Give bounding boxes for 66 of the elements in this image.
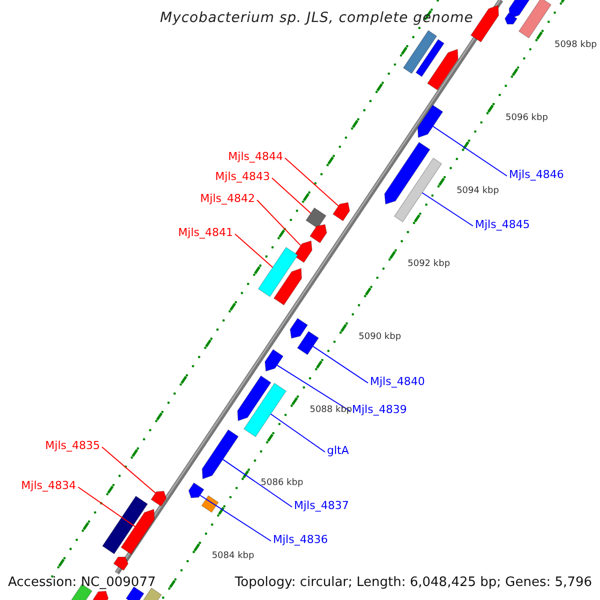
gene-feature xyxy=(402,30,438,74)
leader-line xyxy=(422,192,474,226)
gene-feature xyxy=(332,202,350,222)
gene-label: Mjls_4846 xyxy=(509,169,564,180)
leader-line xyxy=(270,414,326,452)
scale-label: 5094 kbp xyxy=(456,186,499,196)
gene-label: Mjls_4839 xyxy=(352,404,407,415)
gene-feature xyxy=(518,0,552,38)
scale-label: 5088 kbp xyxy=(310,406,352,416)
gene-feature xyxy=(188,482,204,498)
gene-label: Mjls_4843 xyxy=(215,171,270,182)
leader-line xyxy=(276,364,350,412)
gene-label: Mjls_4840 xyxy=(370,376,425,387)
gene-label: Mjls_4835 xyxy=(45,440,100,451)
scale-label: 5090 kbp xyxy=(358,333,402,342)
accession-text: Accession: NC_009077 xyxy=(8,576,156,589)
gene-feature xyxy=(243,382,287,438)
gene-feature xyxy=(293,240,312,263)
scale-label: 5098 kbp xyxy=(554,40,597,50)
leader-line xyxy=(78,486,136,528)
gene-feature xyxy=(202,429,239,480)
gene-label: Mjls_4837 xyxy=(294,500,349,511)
gene-feature xyxy=(384,142,430,205)
gene-feature xyxy=(504,12,518,25)
leader-line xyxy=(432,126,508,176)
leader-line xyxy=(284,158,339,206)
gene-feature xyxy=(394,158,442,222)
gene-feature xyxy=(296,330,320,356)
gene-feature xyxy=(427,48,458,91)
gene-label: Mjls_4841 xyxy=(178,227,233,238)
gene-feature xyxy=(102,496,148,554)
gene-feature xyxy=(417,104,444,138)
leader-line xyxy=(102,446,156,494)
gene-feature xyxy=(264,349,284,372)
gene-label: Mjls_4834 xyxy=(21,480,76,491)
summary-text: Topology: circular; Length: 6,048,425 bp; Genes: 5,796 xyxy=(234,576,592,589)
gene-feature xyxy=(92,590,109,600)
gene-feature xyxy=(415,38,445,78)
leader-line xyxy=(234,234,274,268)
leader-line xyxy=(312,346,368,384)
leader-line xyxy=(256,200,302,246)
gene-feature xyxy=(310,224,328,244)
leader-line xyxy=(222,458,292,508)
scale-label: 5096 kbp xyxy=(506,114,548,123)
scale-label: 5092 kbp xyxy=(408,260,450,269)
leader-line xyxy=(200,494,272,542)
gene-feature xyxy=(113,556,128,571)
leader-line xyxy=(272,178,312,214)
scale-label: 5086 kbp xyxy=(260,479,304,488)
gene-feature xyxy=(258,246,298,298)
gene-feature xyxy=(120,508,155,555)
gene-feature xyxy=(306,207,326,229)
gene-feature xyxy=(290,318,308,339)
gene-feature xyxy=(150,490,167,507)
gene-feature xyxy=(508,0,532,19)
gene-label: gltA xyxy=(327,445,349,456)
gene-label: Mjls_4844 xyxy=(228,151,283,162)
gene-label: Mjls_4842 xyxy=(200,193,255,204)
gene-label: Mjls_4845 xyxy=(475,219,530,230)
gene-feature xyxy=(237,375,272,422)
gene-label: Mjls_4836 xyxy=(273,534,328,545)
gene-feature xyxy=(142,588,162,600)
gene-feature xyxy=(201,495,219,513)
title: Mycobacterium sp. JLS, complete genome xyxy=(160,11,474,25)
scale-label: 5084 kbp xyxy=(212,552,254,562)
gene-feature xyxy=(273,268,302,306)
